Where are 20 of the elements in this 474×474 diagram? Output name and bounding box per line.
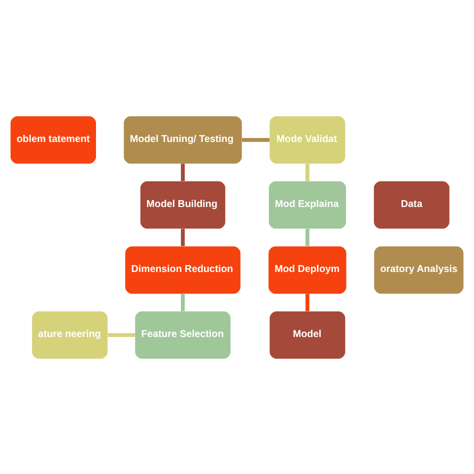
connector [180,228,185,246]
node-box: oratory Analysis [374,246,464,294]
connector [180,163,185,181]
node-box: Mode Validat [270,116,346,164]
node-box: oblem tatement [10,116,96,164]
node-box: ature neering [32,310,108,358]
connector [306,228,310,246]
connector [180,293,185,311]
node-box: Data [374,180,450,228]
connector [108,332,136,337]
node-box: Dimension Reduction [125,246,240,294]
node-box: Model Building [140,180,226,228]
connector [306,293,310,311]
node-box: Feature Selection [135,310,231,358]
connector [306,163,310,181]
node-box: Model [270,310,346,358]
node-box: Mod Explaina [268,180,346,228]
node-box: Mod Deploym [268,246,346,294]
connector [242,137,270,142]
node-box: Model Tuning/ Testing [124,116,242,164]
